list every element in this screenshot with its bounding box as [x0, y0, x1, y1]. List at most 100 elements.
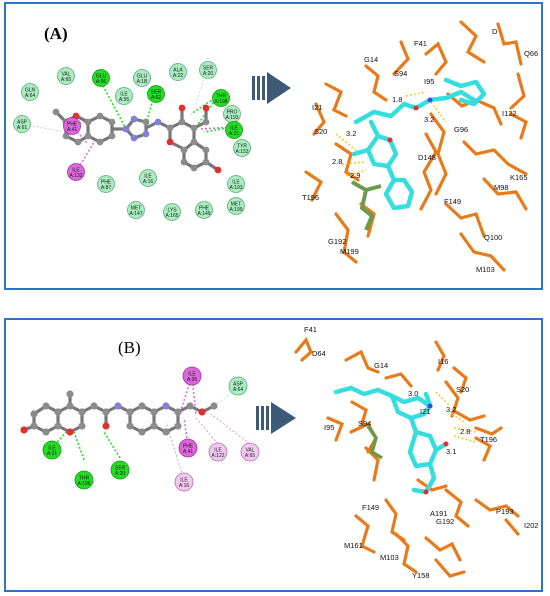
arrow-b — [256, 402, 296, 434]
residue-number: A:61 — [17, 125, 28, 131]
residue-number: A:20 — [203, 71, 214, 77]
distance-label: 3.1 — [446, 447, 456, 456]
residue-disc — [13, 115, 31, 133]
residue-number: A:41 — [67, 127, 78, 133]
residue-disc — [195, 201, 213, 219]
hbonds-3d-a — [335, 91, 447, 177]
residue-name: ILE — [180, 478, 188, 484]
residue-disc — [225, 121, 243, 139]
residue-number: A:16 — [179, 483, 190, 489]
residue-name: PRO — [227, 110, 238, 116]
residue-site-label: D148 — [418, 153, 436, 162]
residue-disc — [163, 203, 181, 221]
ligand-3d-a-green — [351, 180, 382, 231]
residue-number: A:62 — [151, 95, 162, 101]
residue-number: A:1B — [137, 79, 149, 85]
residue-name: GLU — [137, 74, 148, 80]
hbonds-3d-b — [435, 391, 477, 443]
residue-disc — [227, 197, 245, 215]
residue-name: THR — [79, 476, 90, 482]
residue-site-label: M98 — [494, 183, 509, 192]
residue-disc — [127, 201, 145, 219]
residue-name: PHE — [67, 122, 78, 128]
residue-name: SER — [203, 66, 214, 72]
residue-site-label: G14 — [374, 361, 388, 370]
residue-name: ILE — [230, 126, 238, 132]
panel-b-figure: ILEA:95ASPA:64ILEA:21THRA:196SERA:20PHEA… — [20, 325, 539, 580]
residue-name: TYR — [237, 144, 247, 150]
residue-disc — [233, 139, 251, 157]
residue-site-label: I21 — [312, 103, 322, 112]
residue-site-label: I122 — [502, 109, 517, 118]
ligand-3d-a-atoms — [387, 97, 433, 143]
residue-name: ILE — [214, 448, 222, 454]
residue-number: A:87 — [101, 185, 112, 191]
residue-site-label: Q66 — [524, 49, 538, 58]
residue-site-label: K165 — [510, 173, 528, 182]
residue-disc — [97, 175, 115, 193]
residue-site-label: I16 — [438, 357, 448, 366]
ligand-2d-b — [23, 394, 215, 434]
ligand-2d-b-atoms — [20, 390, 218, 436]
ligand-2d-a-atoms — [52, 104, 222, 174]
distance-label: 1.8 — [392, 95, 402, 104]
residue-disc — [115, 87, 133, 105]
panel-a: (A) — [4, 2, 543, 290]
residue-disc — [212, 89, 230, 107]
residue-number: A:41 — [183, 449, 194, 455]
residue-site-label: G96 — [454, 125, 468, 134]
ligand-3d-b-green — [366, 425, 383, 460]
residue-disc — [227, 175, 245, 193]
residue-site-label: S94 — [358, 419, 371, 428]
residue-name: ILE — [72, 168, 80, 174]
residue-site-label: M103 — [476, 265, 495, 274]
residue-site-label: S20 — [456, 385, 469, 394]
residue-number: A:198 — [214, 99, 227, 105]
residue-number: A:65 — [245, 453, 256, 459]
residue-name: ILE — [48, 446, 56, 452]
distance-label: 2.8 — [460, 427, 470, 436]
residue-disc — [74, 470, 94, 490]
residue-number: A:21 — [229, 131, 240, 137]
residue-number: A:199 — [229, 207, 242, 213]
residue-name: ASP — [17, 120, 28, 126]
distance-label: 3.2 — [346, 129, 356, 138]
residue-number: A:21 — [47, 451, 58, 457]
residue-number: A:193 — [225, 115, 238, 121]
residue-name: ASP — [233, 382, 244, 388]
residue-site-label: F41 — [304, 325, 317, 334]
residue-site-label: G192 — [436, 517, 454, 526]
residue-site-label: M103 — [380, 553, 399, 562]
residue-site-label: D64 — [312, 349, 326, 358]
residue-number: A:65 — [61, 77, 72, 83]
residue-disc — [42, 440, 62, 460]
residue-number: A:165 — [165, 213, 178, 219]
residue-disc — [63, 117, 81, 135]
residue-site-label: M161 — [344, 541, 363, 550]
residue-name: SER — [151, 90, 162, 96]
residue-number: A:96 — [96, 79, 107, 85]
residue-disc — [182, 366, 202, 386]
residue-number: A:95 — [187, 377, 198, 383]
residue-disc — [178, 438, 198, 458]
residue-number: A:95 — [119, 97, 130, 103]
residue-site-label: F149 — [362, 503, 379, 512]
residue-number: A:64 — [25, 93, 36, 99]
residue-number: A:16 — [143, 179, 154, 185]
site-labels-a: F41DQ66G14S94I951.83.2I122I21G963.2S20D1… — [302, 27, 538, 274]
residue-disc — [147, 85, 165, 103]
residue-number: A:147 — [129, 211, 142, 217]
residue-site-label: F149 — [444, 197, 461, 206]
residue-site-label: G14 — [364, 55, 378, 64]
residue-name: LYS — [167, 208, 177, 214]
residue-name: MET — [231, 202, 242, 208]
distance-label: 3.2 — [424, 115, 434, 124]
residue-site-label: F41 — [414, 39, 427, 48]
residue-number: A:196 — [77, 481, 90, 487]
distance-label: 2.8 — [332, 157, 342, 166]
residue-number: A:132 — [69, 173, 82, 179]
residue-site-label: S20 — [314, 127, 327, 136]
residue-name: GLU — [96, 74, 107, 80]
residue-discs-b: ILEA:95ASPA:64ILEA:21THRA:196SERA:20PHEA… — [42, 366, 260, 492]
